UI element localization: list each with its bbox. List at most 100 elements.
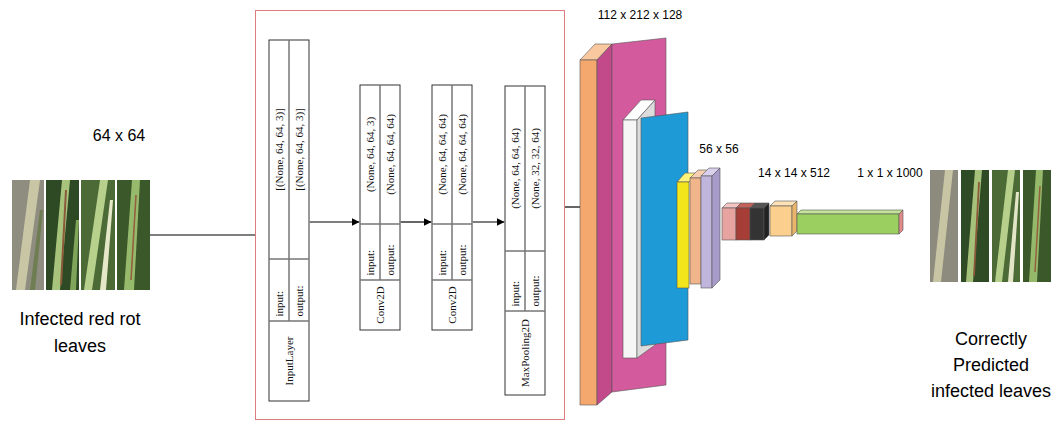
layer-arrow	[473, 221, 505, 222]
leaf	[1029, 170, 1043, 282]
shape-value: (None, 64, 64, 3)	[364, 116, 377, 191]
leaf-tile	[930, 170, 958, 282]
table-columns: input: [(None, 64, 64, 3)] output: [(None, …	[270, 40, 309, 320]
block-face	[690, 178, 701, 284]
flow-line	[565, 206, 580, 207]
table-cell: MaxPooling2D	[506, 310, 545, 394]
cnn-blocks	[580, 38, 903, 405]
shape-value: (None, 64, 64, 64)	[509, 128, 522, 209]
block-face	[770, 206, 792, 236]
block-face	[764, 203, 769, 240]
leaf-tile	[46, 180, 79, 290]
block-face	[722, 208, 736, 240]
field-label: output:	[293, 285, 306, 316]
red-rot-streak	[1035, 186, 1040, 272]
table-cell: input:	[361, 223, 380, 279]
table-row: input: (None, 64, 64, 3)	[361, 85, 380, 279]
table-cell: (None, 64, 64, 64)	[453, 85, 472, 223]
dimension-label: 14 x 14 x 512	[746, 166, 842, 180]
shape-value: (None, 32, 32, 64)	[529, 128, 542, 209]
table-cell: input:	[506, 250, 525, 310]
table-cell: [(None, 64, 64, 3)]	[290, 40, 309, 258]
block-face	[736, 208, 750, 240]
red-rot-streak	[61, 190, 66, 285]
layer-table: InputLayerinput:[(None, 64, 64, 3)]outpu…	[269, 39, 310, 401]
leaf-tile	[117, 180, 150, 290]
dimension-label: 112 x 212 x 128	[582, 8, 698, 22]
table-cell: InputLayer	[270, 320, 309, 400]
output-leaf-images	[930, 170, 1051, 282]
table-cell: output:	[381, 223, 400, 279]
leaf	[52, 180, 70, 290]
table-row: output: (None, 32, 32, 64)	[525, 86, 545, 310]
size-label: 64 x 64	[74, 126, 164, 145]
shape-value: [(None, 64, 64, 3)]	[273, 108, 286, 190]
layer-table: MaxPooling2Dinput:(None, 64, 64, 64)outp…	[505, 85, 546, 395]
leaf	[966, 170, 982, 282]
red-rot-streak	[974, 182, 979, 276]
layer-table: Conv2D input: (None, 64, 64, 3) output: (Non…	[360, 84, 401, 330]
table-cell: Conv2D	[433, 279, 472, 329]
leaf	[124, 180, 140, 290]
leaf-tile	[961, 170, 989, 282]
block-face	[797, 210, 903, 214]
field-label: output:	[384, 244, 397, 275]
layer-table: Conv2D input: (None, 64, 64, 64) output: (No…	[432, 84, 473, 330]
leaf-tile	[1023, 170, 1051, 282]
layer-arrow	[310, 221, 360, 222]
block-face	[641, 112, 688, 346]
table-cell: output:	[453, 223, 472, 279]
input-leaf-images	[12, 180, 150, 290]
leaf	[100, 200, 113, 290]
flow-line	[150, 234, 255, 235]
field-label: output:	[456, 244, 469, 275]
dimension-label: 56 x 56	[690, 142, 748, 156]
table-columns: input: (None, 64, 64, 64) output: (None, 64…	[433, 85, 472, 279]
red-rot-streak	[131, 195, 136, 280]
leaf	[30, 210, 43, 290]
table-cell: (None, 64, 64, 64)	[506, 86, 525, 250]
block-face	[797, 214, 899, 234]
table-cell: output:	[290, 258, 309, 320]
layer-name: MaxPooling2D	[519, 319, 532, 387]
dimension-label: 1 x 1 x 1000	[848, 166, 932, 180]
shape-value: [(None, 64, 64, 3)]	[293, 108, 306, 190]
caption: Infected red rot leaves	[5, 306, 155, 360]
leaf	[70, 220, 79, 290]
table-columns: input: (None, 64, 64, 3) output: (None, 64,…	[361, 85, 400, 279]
field-label: input:	[364, 249, 377, 275]
caption: Correctly Predicted infected leaves	[924, 326, 1058, 404]
table-row: input: (None, 64, 64, 64)	[506, 86, 525, 310]
leaf	[933, 170, 953, 282]
table-row: input: (None, 64, 64, 64)	[433, 85, 452, 279]
layer-name: InputLayer	[283, 336, 296, 385]
table-cell: input:	[270, 258, 289, 320]
table-cell: Conv2D	[361, 279, 400, 329]
layer-group-frame: InputLayerinput:[(None, 64, 64, 3)]outpu…	[255, 10, 565, 420]
table-cell: (None, 64, 64, 64)	[381, 85, 400, 223]
block-face	[580, 60, 597, 405]
table-cell: output:	[526, 250, 545, 310]
table-cell: (None, 64, 64, 3)	[361, 85, 380, 223]
block-face	[701, 176, 712, 288]
table-row: output: (None, 64, 64, 64)	[380, 85, 400, 279]
block-face	[750, 208, 764, 240]
field-label: input:	[509, 280, 522, 306]
shape-value: (None, 64, 64, 64)	[384, 114, 397, 195]
layer-arrow	[401, 221, 432, 222]
shape-value: (None, 64, 64, 64)	[456, 114, 469, 195]
field-label: input:	[436, 249, 449, 275]
table-cell: [(None, 64, 64, 3)]	[270, 40, 289, 258]
block-face	[899, 210, 903, 234]
block-face	[677, 182, 689, 288]
block-face	[792, 201, 797, 236]
layer-name: Conv2D	[374, 286, 387, 323]
leaf-tile	[12, 180, 44, 290]
block-face	[712, 168, 720, 288]
field-label: input:	[273, 290, 286, 316]
table-row: output: [(None, 64, 64, 3)]	[289, 40, 309, 320]
shape-value: (None, 64, 64, 64)	[436, 114, 449, 195]
table-row: input: [(None, 64, 64, 3)]	[270, 40, 289, 320]
leaf-tile	[992, 170, 1020, 282]
